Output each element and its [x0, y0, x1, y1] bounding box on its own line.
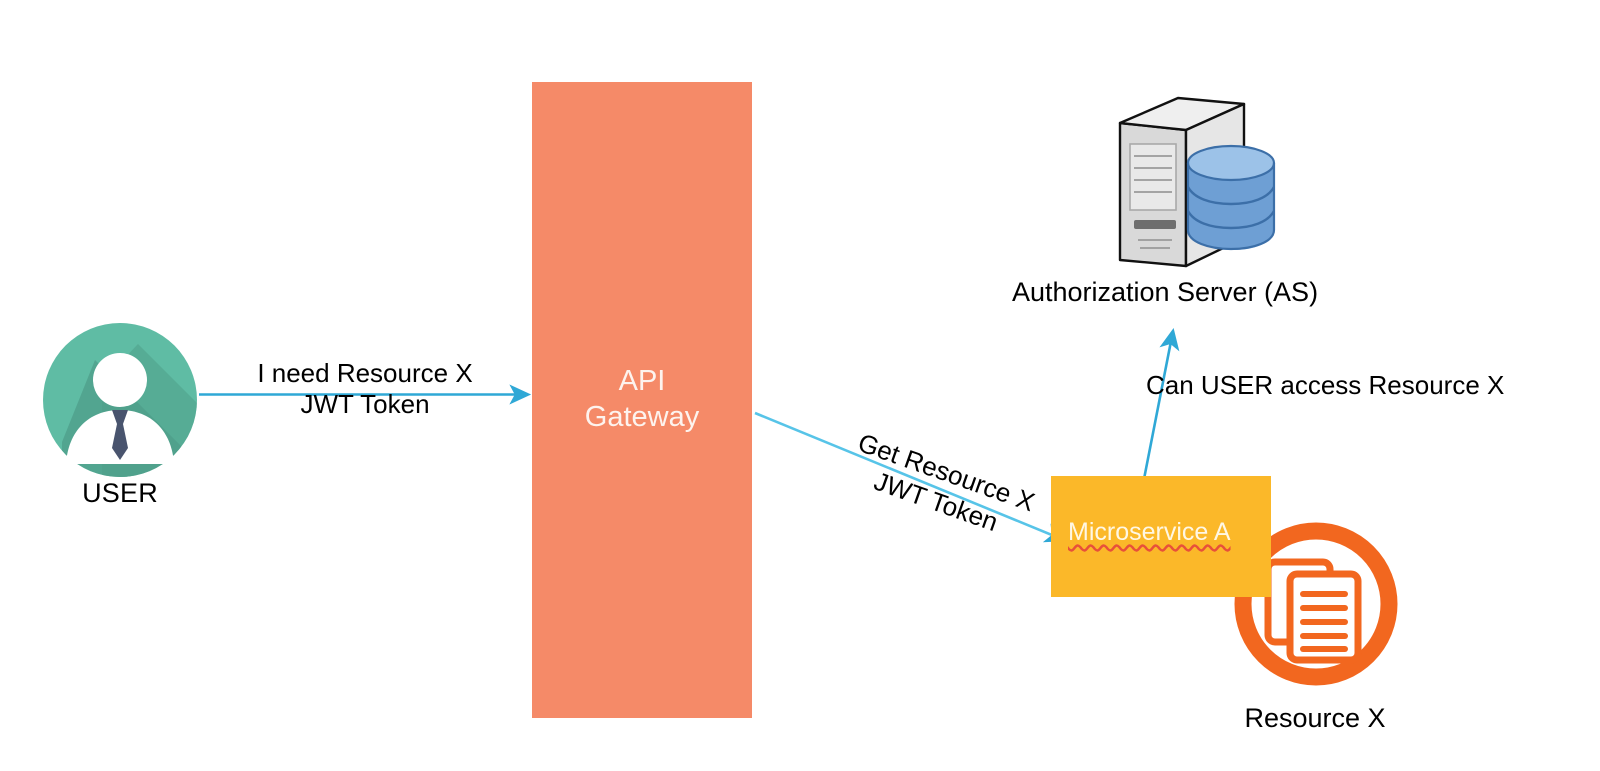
edge-microservice-to-authorization-server [1142, 327, 1180, 480]
authorization-server-label: Authorization Server (AS) [1011, 277, 1319, 307]
edge-label-user-to-gateway: I need Resource X JWT Token [205, 358, 525, 419]
documents-ring-icon [1234, 522, 1398, 686]
user-label: USER [82, 478, 158, 508]
api-gateway-label: API Gateway [584, 365, 700, 433]
api-gateway-box[interactable]: API Gateway [532, 82, 752, 718]
resource-label: Resource X [1244, 703, 1386, 733]
microservice-a-box[interactable]: Microservice A [1051, 476, 1271, 597]
edge-label-line2: JWT Token [300, 388, 430, 419]
user-avatar-icon [43, 323, 197, 477]
edge-label-line1: I need Resource X [257, 358, 473, 388]
edge-label-microservice-to-as: Can USER access Resource X [1146, 370, 1505, 400]
server-database-icon [1118, 96, 1276, 268]
microservice-a-label: Microservice A [1068, 518, 1231, 546]
edge-label-gateway-to-microservice: Get Resource X JWT Token [790, 408, 1093, 566]
